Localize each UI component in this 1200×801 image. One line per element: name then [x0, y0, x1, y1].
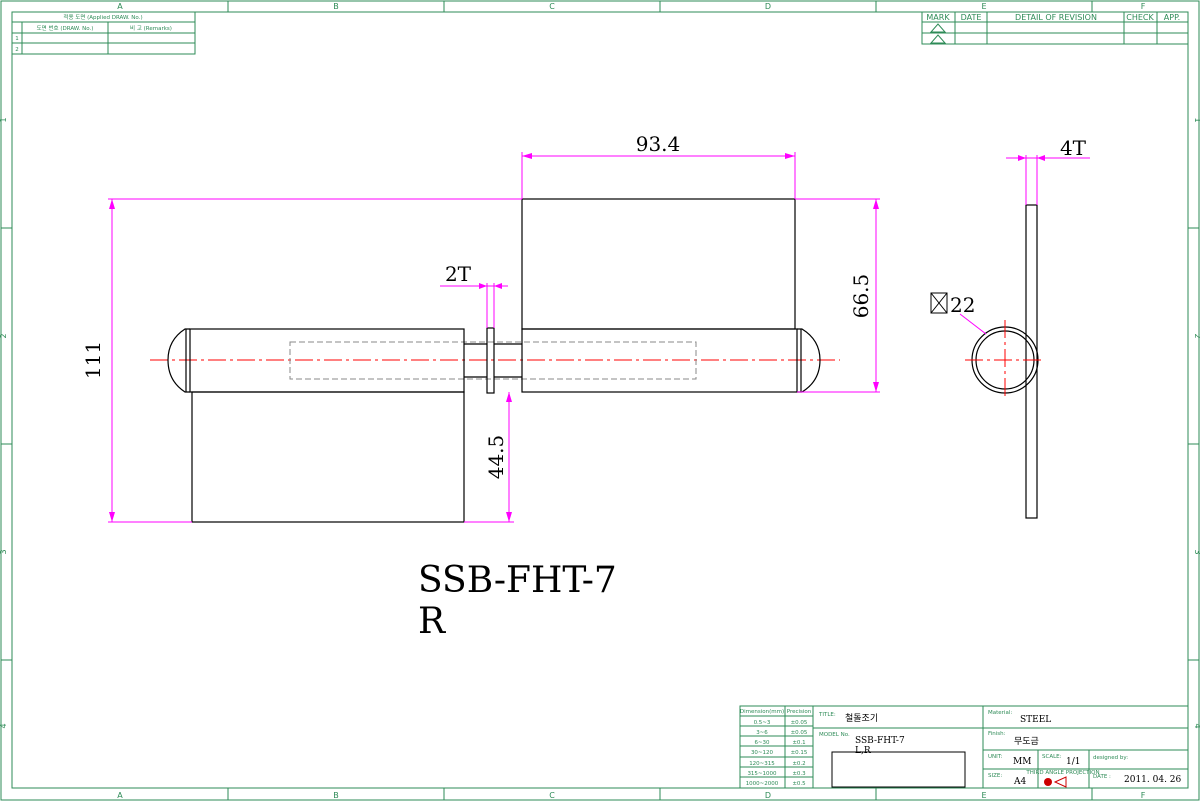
dim-diameter: 22: [950, 293, 975, 317]
unit-label: UNIT:: [988, 754, 1003, 760]
zone-col-a-bottom: A: [117, 791, 123, 800]
title-label: TITLE:: [818, 712, 836, 718]
zone-col-c-bottom: C: [549, 791, 555, 800]
tolerance-range: 315~1000: [747, 771, 777, 777]
dim-upper-leaf: 66.5: [849, 274, 873, 319]
dim-overall-height: 111: [81, 341, 105, 379]
material-value: STEEL: [1020, 715, 1051, 725]
tolerance-range: 3~6: [756, 730, 768, 736]
unit-value: MM: [1013, 757, 1031, 767]
zone-col-d-bottom: D: [765, 791, 771, 800]
zone-col-a-top: A: [117, 2, 123, 11]
zone-col-e-bottom: E: [981, 791, 986, 800]
projection-label: THIRD ANGLE PROJECTION: [1025, 770, 1099, 776]
hidden-pin: [289, 341, 697, 380]
designed-label: designed by:: [1093, 755, 1128, 761]
finish-label: Finish:: [988, 731, 1006, 737]
zone-row-1-right: 1: [1193, 117, 1200, 122]
revision-col-date: DATE: [961, 13, 982, 22]
tolerance-range: 0.5~3: [754, 720, 771, 726]
tolerance-range: 120~315: [749, 761, 775, 767]
right-knuckle-cap: [797, 328, 821, 393]
revision-col-app: APP.: [1164, 13, 1180, 22]
revision-col-check: CHECK: [1126, 13, 1154, 22]
tolerance-value: ±0.2: [792, 761, 805, 767]
zone-row-3-right: 3: [1193, 549, 1200, 554]
model-sub-value: L,R: [855, 746, 871, 756]
dimensions: 93.4 2T 111 66.5 44.5 4T: [81, 132, 1090, 523]
zone-row-4-right: 4: [1193, 723, 1200, 728]
revision-col-mark: MARK: [926, 13, 950, 22]
size-value: A4: [1013, 777, 1026, 787]
revision-table: MARK DATE DETAIL OF REVISION CHECK APP.: [921, 11, 1189, 45]
material-label: Material:: [988, 710, 1012, 716]
scale-value: 1/1: [1066, 757, 1080, 767]
tolerance-value: ±0.5: [792, 781, 806, 787]
tolerance-value: ±0.3: [792, 771, 806, 777]
zone-col-b-bottom: B: [333, 791, 339, 800]
revision-mark-triangle-icon-2: [929, 34, 947, 44]
left-knuckle-cap: [167, 328, 190, 393]
tolerance-value: ±0.15: [791, 750, 808, 756]
side-view: [965, 204, 1045, 519]
zone-col-b-top: B: [333, 2, 339, 11]
zone-col-e-top: E: [981, 2, 986, 11]
side-leaf: [1025, 204, 1038, 519]
tolerance-table: Dimension(mm) Precision 0.5~3 ±0.05 3~6 ±0.…: [739, 705, 814, 789]
applied-table-header: 적용 도면 (Applied DRAW. No.): [63, 13, 142, 21]
dim-lower-leaf: 44.5: [484, 435, 508, 480]
date-value: 2011. 04. 26: [1124, 775, 1182, 785]
applied-table-col-remarks: 비 고 (Remarks): [130, 24, 172, 32]
square-symbol-icon: [930, 292, 948, 314]
lower-leaf: [191, 391, 465, 523]
zone-col-c-top: C: [549, 2, 555, 11]
washer: [486, 327, 495, 394]
finish-value: 무도금: [1014, 736, 1039, 747]
revision-mark-triangle-icon: [929, 23, 947, 33]
part-number-label: SSB-FHT-7: [418, 560, 617, 601]
tolerance-range: 1000~2000: [746, 781, 779, 787]
scale-label: SCALE:: [1042, 754, 1062, 760]
zone-col-f-top: F: [1141, 2, 1146, 11]
model-label: MODEL No.: [819, 732, 850, 738]
zone-row-4-left: 4: [0, 723, 8, 728]
tolerance-range: 30~120: [751, 750, 774, 756]
applied-drawing-table: 적용 도면 (Applied DRAW. No.) 도면 번호 (DRAW. N…: [11, 11, 196, 55]
zone-row-1-left: 1: [0, 117, 8, 122]
zone-row-2-right: 2: [1193, 333, 1200, 338]
tolerance-header-dim: Dimension(mm): [740, 709, 784, 715]
tolerance-value: ±0.05: [791, 730, 808, 736]
size-label: SIZE:: [988, 773, 1002, 779]
title-value: 철돌조기: [845, 713, 878, 724]
tolerance-range: 6~30: [754, 740, 770, 746]
variant-label: R: [418, 601, 446, 642]
front-view: [150, 198, 840, 523]
title-block: TITLE: 철돌조기 MODEL No. SSB-FHT-7 L,R Mate…: [812, 705, 1189, 789]
tolerance-value: ±0.1: [792, 740, 805, 746]
model-value: SSB-FHT-7: [855, 736, 905, 746]
zone-col-d-top: D: [765, 2, 771, 11]
projection-symbol-icon: [1044, 776, 1067, 788]
upper-leaf: [521, 198, 796, 330]
tolerance-value: ±0.05: [791, 720, 808, 726]
tolerance-header-prec: Precision: [787, 709, 812, 715]
revision-col-detail: DETAIL OF REVISION: [1015, 13, 1097, 22]
applied-table-row-2: 2: [15, 47, 19, 53]
zone-row-2-left: 2: [0, 333, 8, 338]
applied-table-col-drawno: 도면 번호 (DRAW. No.): [37, 24, 94, 32]
dim-leaf-thickness: 4T: [1060, 136, 1087, 160]
dim-pin-thickness: 2T: [445, 262, 472, 286]
dim-top-width: 93.4: [636, 132, 681, 156]
zone-row-3-left: 3: [0, 549, 8, 554]
model-box: [831, 751, 966, 788]
applied-table-row-1: 1: [15, 36, 19, 42]
zone-col-f-bottom: F: [1141, 791, 1146, 800]
date-label: DATE :: [1093, 774, 1111, 780]
